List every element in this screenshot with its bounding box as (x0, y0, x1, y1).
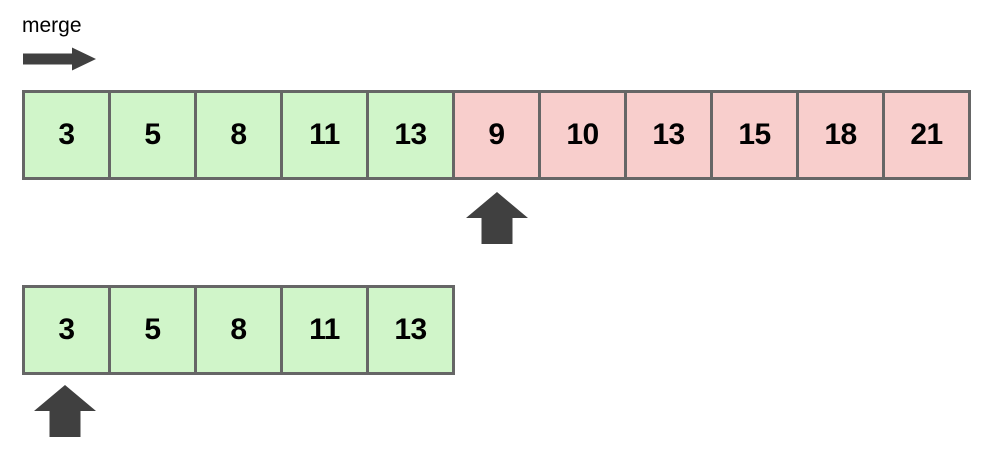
arrow-up-icon (34, 385, 96, 437)
array-cell[interactable]: 11 (283, 93, 369, 180)
array-cell[interactable]: 5 (111, 288, 197, 375)
arrow-right-icon (23, 47, 96, 71)
array-cell[interactable]: 5 (111, 93, 197, 180)
array-cell[interactable]: 15 (713, 93, 799, 180)
array-cell[interactable]: 8 (197, 93, 283, 180)
array-cell[interactable]: 13 (369, 288, 455, 375)
array-cell[interactable]: 18 (799, 93, 885, 180)
array-cell[interactable]: 3 (25, 93, 111, 180)
merge-label: merge (22, 14, 82, 37)
array-cell[interactable]: 13 (627, 93, 713, 180)
array-cell[interactable]: 3 (25, 288, 111, 375)
left-subarray: 3 5 8 11 13 (22, 285, 455, 375)
array-cell[interactable]: 11 (283, 288, 369, 375)
array-cell[interactable]: 21 (885, 93, 971, 180)
merged-output-array: 3 5 8 11 13 9 10 13 15 18 21 (22, 90, 971, 180)
array-cell[interactable]: 10 (541, 93, 627, 180)
arrow-up-icon (466, 192, 528, 244)
array-cell[interactable]: 9 (455, 93, 541, 180)
array-cell[interactable]: 8 (197, 288, 283, 375)
array-cell[interactable]: 13 (369, 93, 455, 180)
